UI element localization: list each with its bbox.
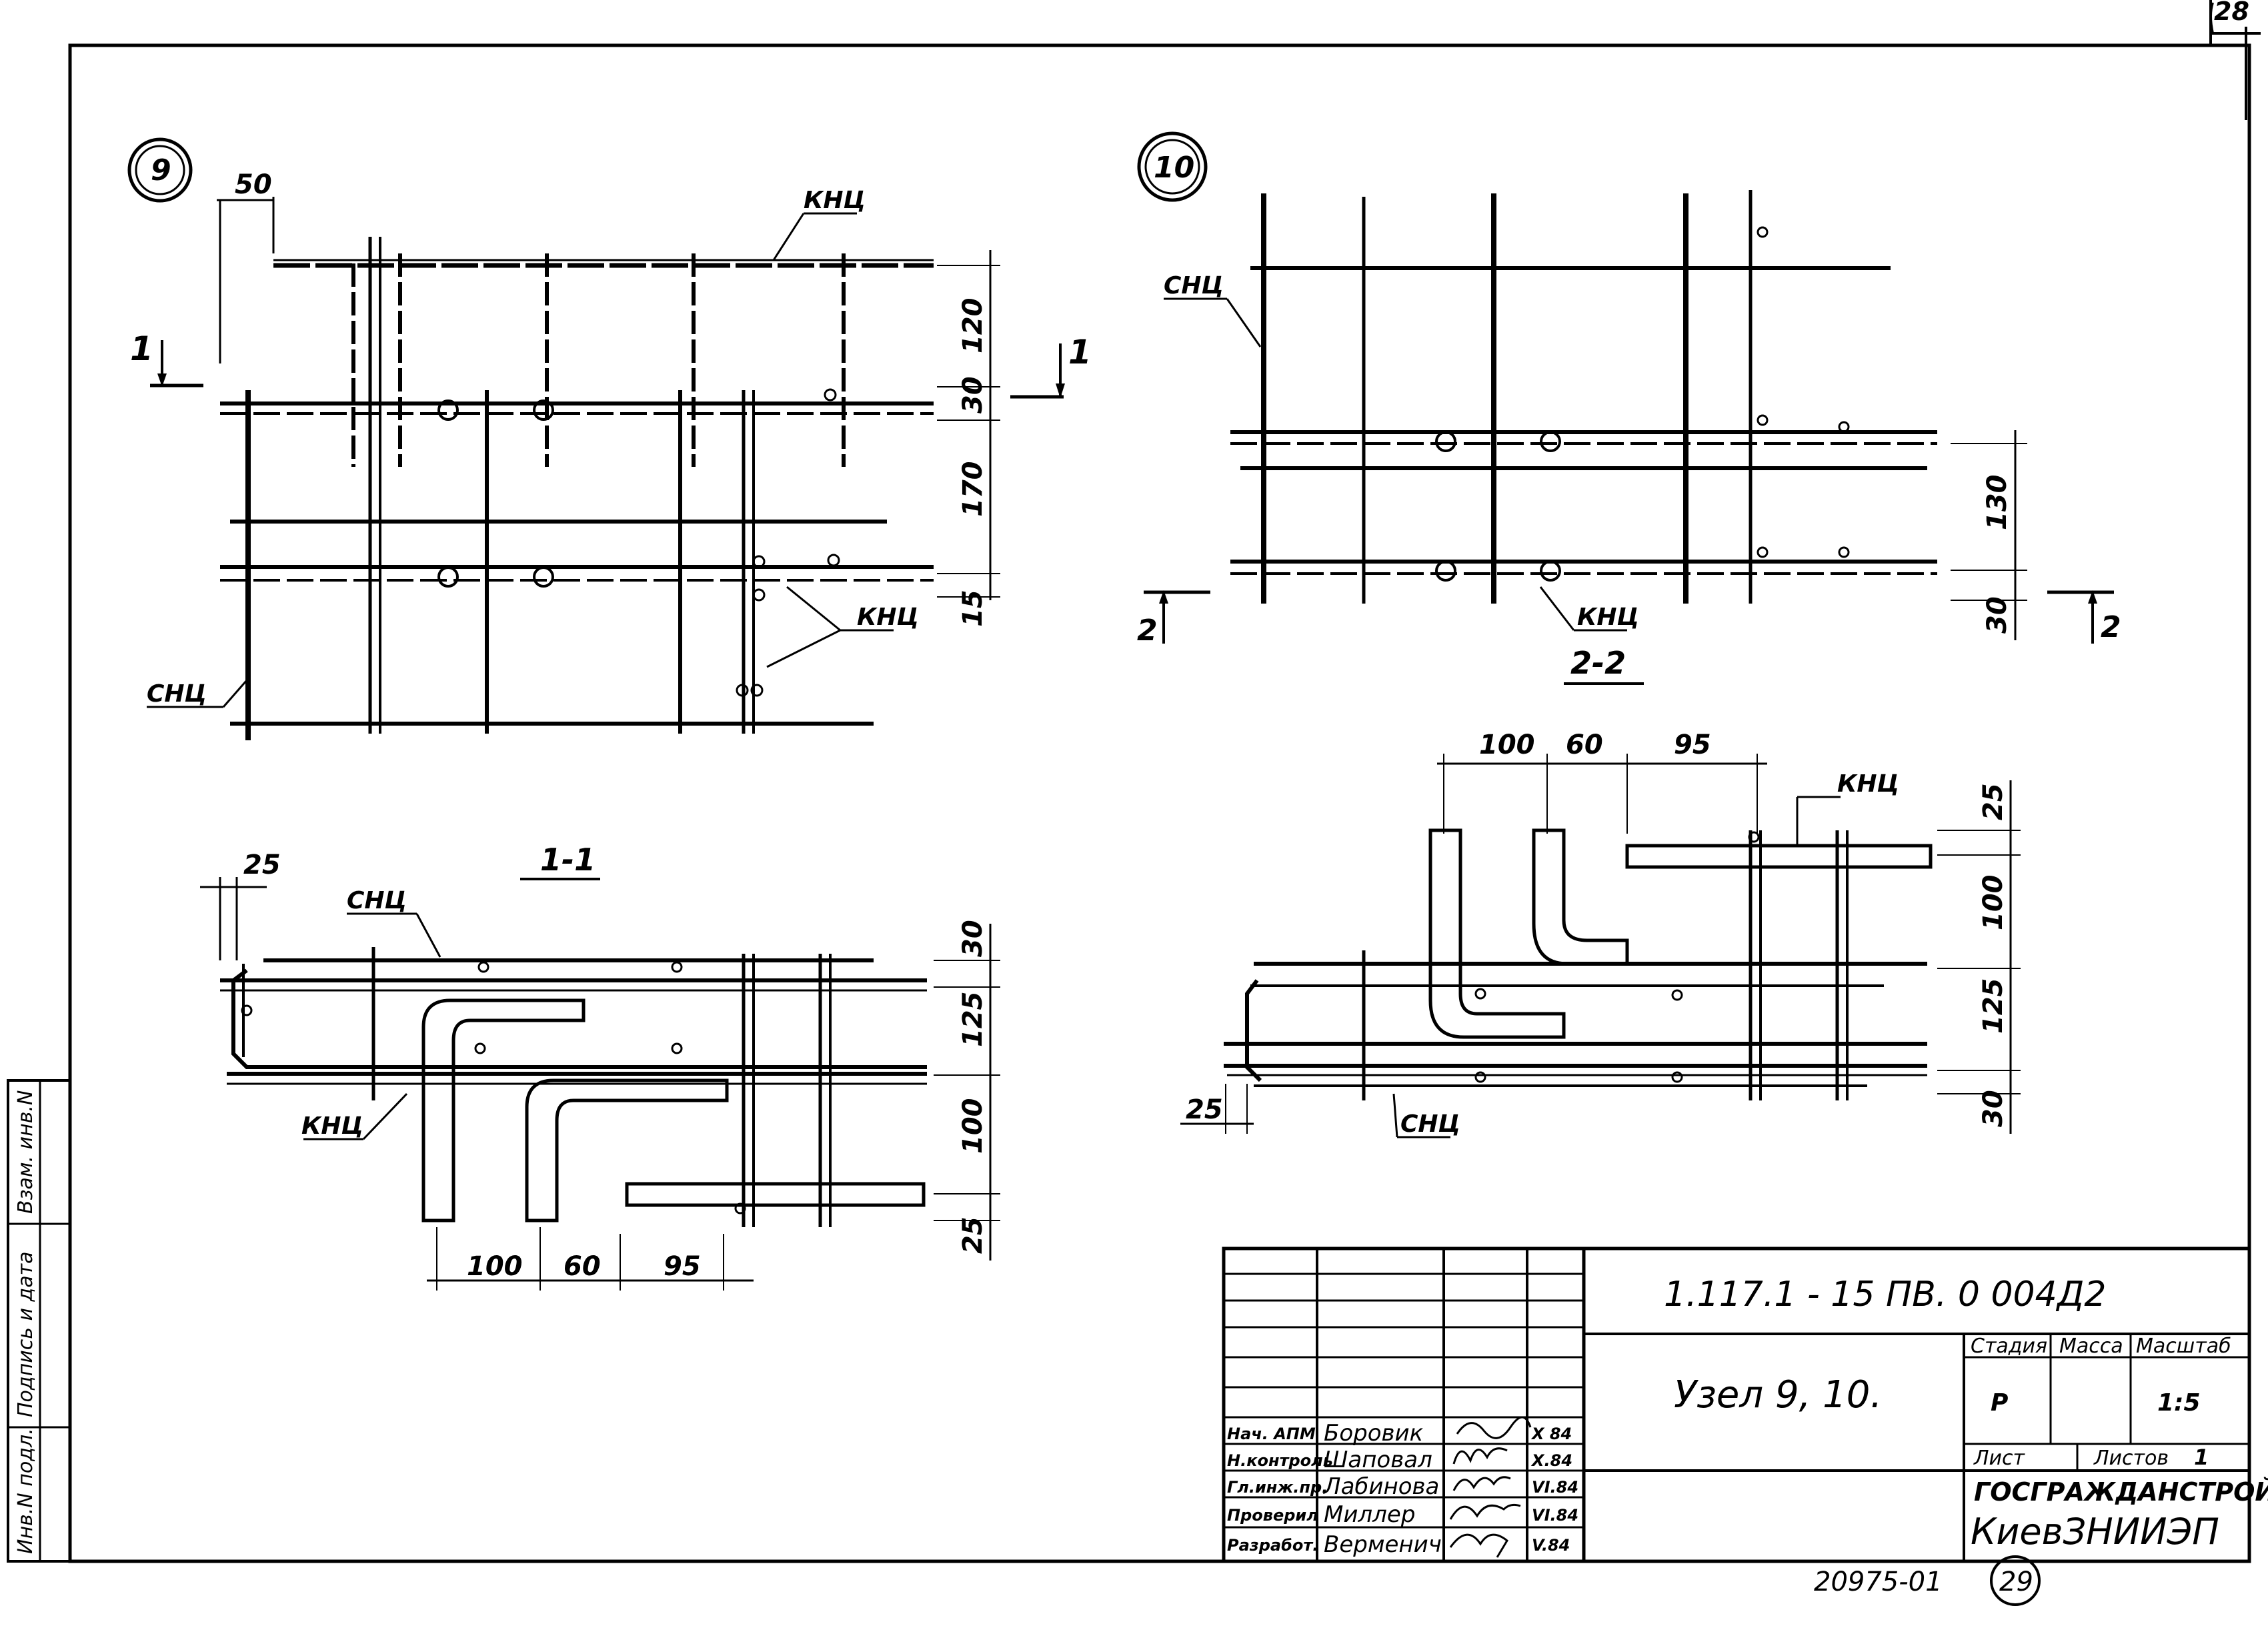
node9-dim-170: 170 <box>958 462 988 518</box>
section22-dim-25b: 25 <box>1186 1094 1223 1125</box>
node9-dim-120: 120 <box>958 298 988 354</box>
node9-cut-right: 1 <box>1068 333 1092 371</box>
section11-knc: КНЦ <box>301 1112 363 1140</box>
section22-dim-60: 60 <box>1566 730 1603 760</box>
section22-title: 2-2 <box>1570 645 1626 681</box>
node9-cut-left: 1 <box>130 329 153 368</box>
section11-dim-30: 30 <box>958 920 988 957</box>
sheet-frame <box>68 43 2251 1563</box>
node9-snc: СНЦ <box>147 680 207 708</box>
side-stamp-replace: Взам. инв.N <box>14 1090 37 1214</box>
node9-knc-bottom: КНЦ <box>857 604 919 631</box>
node9-marker-outer <box>127 137 193 203</box>
section22-dim-100b: 100 <box>1978 875 2009 931</box>
node9-marker-inner <box>135 145 185 195</box>
signature-4 <box>1449 1533 1508 1558</box>
signer-role-4: Разработ. <box>1227 1536 1318 1555</box>
section11-dim-125: 125 <box>958 992 988 1048</box>
stage-header: Стадия <box>1971 1335 2047 1358</box>
section22-dim-30: 30 <box>1978 1090 2009 1127</box>
signer-name-1: Шаповал <box>1324 1447 1432 1473</box>
node9-dim-30: 30 <box>958 376 988 414</box>
signer-date-3: VI.84 <box>1532 1506 1578 1525</box>
signer-name-4: Верменич <box>1324 1531 1442 1558</box>
side-stamp-sign: Подпись и дата <box>14 1252 37 1418</box>
signature-3 <box>1449 1503 1521 1520</box>
section11-dim-95: 95 <box>664 1251 701 1282</box>
section11-dim-25b: 25 <box>958 1216 988 1254</box>
signature-2 <box>1452 1476 1511 1491</box>
page-number-bracket <box>2209 2 2261 35</box>
mass-header: Масса <box>2059 1335 2123 1358</box>
signer-date-0: X 84 <box>1530 1425 1572 1443</box>
sheets-label: Листов <box>2093 1447 2169 1470</box>
signature-0 <box>1456 1416 1532 1439</box>
section-1-1: 1-1 СНЦ КНЦ 25 <box>200 842 1000 1291</box>
section22-dim-95: 95 <box>1674 730 1711 760</box>
node9-marker: 9 <box>151 153 171 187</box>
node10-snc: СНЦ <box>1164 272 1224 299</box>
signature-1 <box>1452 1447 1508 1465</box>
section11-dim-100: 100 <box>958 1098 988 1154</box>
org-name-2: КиевЗНИИЭП <box>1971 1511 2219 1553</box>
archive-number: 20975-01 <box>1814 1567 1943 1597</box>
side-stamp-inv: Инв.N подл. <box>14 1428 37 1554</box>
stage-value: Р <box>1991 1389 2008 1417</box>
signer-role-0: Нач. АПМ <box>1227 1425 1316 1443</box>
section-2-2: 2-2 КНЦ СНЦ 100 <box>1180 645 2021 1138</box>
doc-name: Узел 9, 10. <box>1674 1373 1882 1417</box>
title-block: 1.117.1 - 15 ПВ. 0 004Д2 Узел 9, 10. Ста… <box>1222 1247 2268 1563</box>
signer-name-3: Миллер <box>1324 1501 1415 1528</box>
node10-knc: КНЦ <box>1577 604 1639 631</box>
section11-title: 1-1 <box>540 842 596 878</box>
signer-date-2: VI.84 <box>1532 1478 1578 1497</box>
page-number: 28 <box>2214 0 2249 26</box>
scale-header: Масштаб <box>2136 1335 2231 1358</box>
signer-name-0: Боровик <box>1324 1420 1424 1447</box>
node10-dim-130: 130 <box>1982 475 2013 531</box>
side-stamp: Инв.N подл. Подпись и дата Взам. инв.N <box>7 1079 71 1563</box>
node9-plan: 9 КНЦ <box>127 137 1092 740</box>
signer-role-2: Гл.инж.пр. <box>1227 1478 1328 1497</box>
node10-marker-outer <box>1137 131 1208 202</box>
node10-dim-30: 30 <box>1982 596 2013 634</box>
signer-name-2: Лабинова <box>1322 1473 1439 1500</box>
section22-dim-100: 100 <box>1479 730 1535 760</box>
doc-code: 1.117.1 - 15 ПВ. 0 004Д2 <box>1664 1275 2106 1315</box>
sheets-count: 1 <box>2194 1445 2209 1470</box>
section22-knc: КНЦ <box>1837 770 1899 798</box>
node10-marker: 10 <box>1154 151 1194 185</box>
node9-dim-50: 50 <box>235 169 272 200</box>
section11-dim-60: 60 <box>563 1251 601 1282</box>
sheet-label: Лист <box>1973 1447 2026 1470</box>
node10-plan: 10 СНЦ КНЦ 2 2 <box>1137 131 2121 648</box>
signer-role-3: Проверил <box>1227 1506 1318 1525</box>
org-name-1: ГОСГРАЖДАНСТРОЙ <box>1974 1477 2268 1507</box>
node9-knc-top: КНЦ <box>804 187 866 214</box>
section11-snc: СНЦ <box>347 887 407 914</box>
signer-role-1: Н.контроль <box>1227 1451 1333 1470</box>
section11-dim-100b: 100 <box>467 1251 523 1282</box>
section11-dim-25a: 25 <box>243 850 281 880</box>
section22-snc: СНЦ <box>1400 1110 1460 1138</box>
section22-dim-125: 125 <box>1978 978 2009 1034</box>
node9-dim-15: 15 <box>958 590 988 627</box>
signer-date-1: X.84 <box>1530 1451 1572 1470</box>
scale-value: 1:5 <box>2157 1389 2201 1417</box>
signer-date-4: V.84 <box>1532 1536 1570 1555</box>
node10-marker-inner <box>1144 139 1200 195</box>
stamp-circle <box>1990 1555 2041 1606</box>
section22-dim-25: 25 <box>1978 783 2009 820</box>
node10-cut-right: 2 <box>2101 610 2121 644</box>
node10-cut-left: 2 <box>1137 614 1158 648</box>
stamp-number: 29 <box>1999 1567 2033 1597</box>
